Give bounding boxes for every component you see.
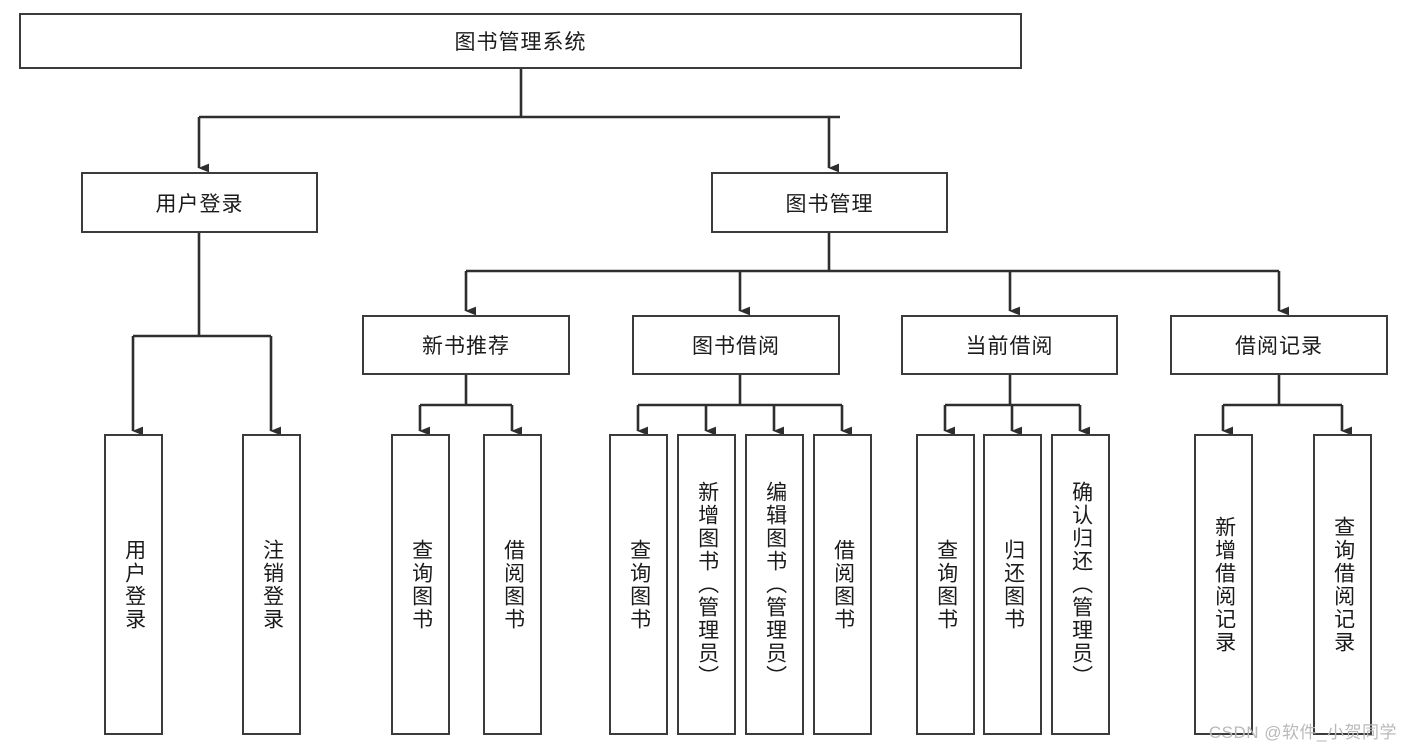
leaf-user-login[interactable]: 用户登录 (104, 434, 163, 735)
watermark-text: CSDN @软件_小贺同学 (1208, 723, 1397, 742)
node-user-login[interactable]: 用户登录 (81, 172, 318, 233)
leaf-query-book-recommend[interactable]: 查询图书 (391, 434, 450, 735)
node-label: 归还图书 (1001, 538, 1025, 631)
leaf-add-borrow-record[interactable]: 新增借阅记录 (1194, 434, 1253, 735)
node-label: 查询借阅记录 (1331, 515, 1355, 654)
leaf-borrow-book[interactable]: 借阅图书 (813, 434, 872, 735)
node-label: 新书推荐 (422, 335, 510, 358)
leaf-logout[interactable]: 注销登录 (242, 434, 301, 735)
leaf-borrow-book-recommend[interactable]: 借阅图书 (483, 434, 542, 735)
node-book-borrow[interactable]: 图书借阅 (632, 315, 840, 375)
node-label: 借阅记录 (1235, 335, 1323, 358)
node-label: 查询图书 (409, 538, 433, 631)
node-borrow-record[interactable]: 借阅记录 (1170, 315, 1388, 375)
leaf-return-book[interactable]: 归还图书 (983, 434, 1042, 735)
leaf-query-borrow-record[interactable]: 查询借阅记录 (1313, 434, 1372, 735)
node-label: 图书管理 (785, 192, 874, 216)
node-label: 新增借阅记录 (1212, 515, 1236, 654)
leaf-edit-book-admin[interactable]: 编辑图书（管理员） (745, 434, 804, 735)
node-current-borrow[interactable]: 当前借阅 (901, 315, 1118, 375)
node-label: 图书借阅 (692, 335, 780, 358)
node-label: 注销登录 (260, 538, 284, 631)
leaf-query-book-borrow[interactable]: 查询图书 (609, 434, 668, 735)
node-label: 借阅图书 (501, 538, 525, 631)
node-label: 新增图书（管理员） (695, 481, 719, 688)
node-label: 用户登录 (155, 192, 244, 216)
node-root-book-management-system[interactable]: 图书管理系统 (19, 13, 1022, 69)
leaf-confirm-return-admin[interactable]: 确认归还（管理员） (1051, 434, 1110, 735)
node-new-book-recommend[interactable]: 新书推荐 (362, 315, 570, 375)
node-label: 确认归还（管理员） (1069, 481, 1093, 688)
leaf-add-book-admin[interactable]: 新增图书（管理员） (677, 434, 736, 735)
node-label: 借阅图书 (831, 538, 855, 631)
node-label: 编辑图书（管理员） (763, 481, 787, 688)
node-book-management[interactable]: 图书管理 (711, 172, 948, 233)
node-label: 当前借阅 (965, 335, 1054, 358)
node-label: 查询图书 (627, 538, 651, 631)
node-label: 用户登录 (122, 538, 146, 631)
leaf-query-book-current[interactable]: 查询图书 (916, 434, 975, 735)
node-label: 图书管理系统 (454, 31, 587, 54)
node-label: 查询图书 (934, 538, 958, 631)
